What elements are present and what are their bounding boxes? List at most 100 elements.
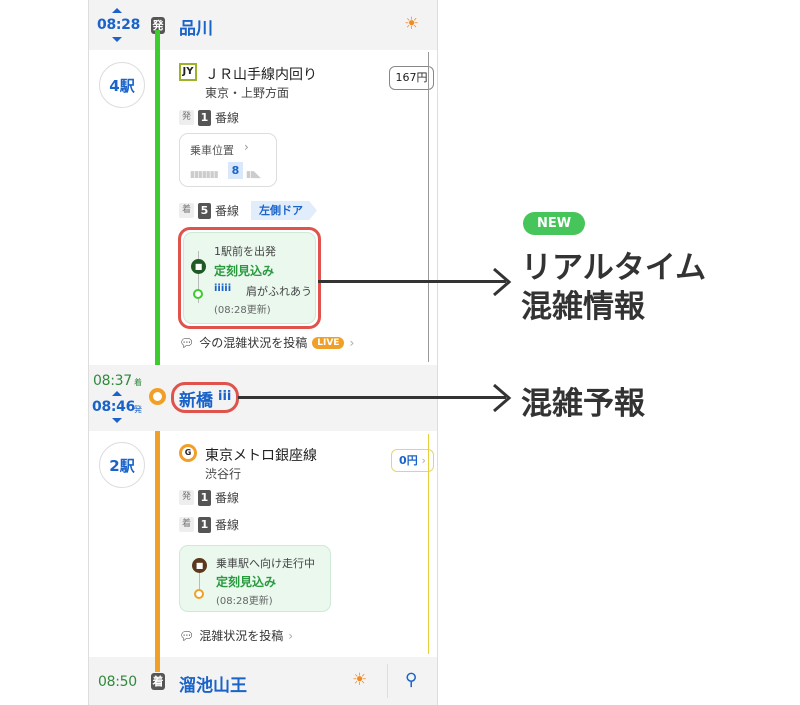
- arrival-badge: 着: [151, 673, 165, 690]
- departure-row[interactable]: [89, 0, 437, 50]
- fare-button[interactable]: 0円 ›: [391, 449, 434, 472]
- crowd-level-icon: iiiii: [214, 283, 232, 294]
- platform-number: 1: [198, 489, 211, 506]
- realtime-card[interactable]: ■ 乗車駅へ向け走行中 定刻見込み (08:28更新): [179, 545, 331, 612]
- route-detail-panel: 08:28 発 品川 ☀ 4駅 JY ＪＲ山手線内回り 東京・上野方面 167円…: [88, 0, 438, 705]
- comment-icon: 💬︎: [179, 628, 195, 643]
- platform-kind: 着: [179, 203, 194, 218]
- stops-count: 4駅: [109, 77, 135, 95]
- ginza-line-badge: G: [179, 444, 197, 462]
- live-badge: LIVE: [312, 336, 345, 349]
- boarding-car-number: 8: [228, 162, 243, 179]
- train-icon: ■: [192, 558, 207, 573]
- departure-platform: 発 1 番線: [179, 109, 239, 126]
- forecast-annotation: 混雑予報: [521, 386, 645, 422]
- train-icon: ■: [191, 259, 206, 274]
- weather-icon[interactable]: ☀: [404, 14, 420, 34]
- platform-label: 番線: [215, 111, 240, 125]
- time-down-icon[interactable]: [112, 418, 122, 423]
- transfer-station-node: [149, 388, 166, 405]
- train-cars-end-icon: ▮▮◣: [246, 170, 261, 180]
- annotation-arrow-line: [318, 280, 506, 283]
- ginza-route-line-end: [155, 657, 160, 672]
- platform-label: 番線: [215, 518, 240, 532]
- time-down-icon[interactable]: [112, 37, 122, 42]
- realtime-status: 乗車駅へ向け走行中: [216, 557, 315, 570]
- departure-badge: 発: [151, 17, 165, 34]
- annotation-arrow-line: [238, 396, 506, 399]
- post-crowd-link[interactable]: 💬︎ 今の混雑状況を投稿 LIVE ›: [179, 334, 354, 351]
- post-label: 今の混雑状況を投稿: [199, 336, 308, 350]
- new-badge: NEW: [523, 212, 585, 235]
- departure-mark: 発: [134, 405, 142, 414]
- arrival-platform: 着 1 番線: [179, 516, 239, 533]
- comment-icon: 💬︎: [179, 335, 195, 350]
- arrival-station[interactable]: 溜池山王: [179, 676, 247, 696]
- departure-station[interactable]: 品川: [179, 19, 213, 39]
- fare-value: 0円: [399, 454, 418, 467]
- divider: [387, 664, 388, 698]
- transfer-station[interactable]: 新橋: [179, 391, 213, 411]
- realtime-highlight: [178, 227, 321, 329]
- stops-count-button[interactable]: 2駅: [99, 442, 145, 488]
- chevron-right-icon: ›: [244, 140, 249, 154]
- platform-kind: 着: [179, 517, 194, 532]
- post-crowd-link[interactable]: 💬︎ 混雑状況を投稿 ›: [179, 627, 293, 644]
- track-line: [199, 558, 200, 598]
- platform-number: 1: [198, 109, 211, 126]
- line-badge-letter: G: [182, 447, 194, 459]
- arrow-head-icon: [493, 383, 512, 413]
- line-name: ＪＲ山手線内回り: [205, 67, 317, 83]
- chevron-right-icon: ›: [349, 335, 355, 350]
- stops-count: 2駅: [109, 457, 135, 475]
- update-time: (08:28更新): [214, 305, 271, 316]
- boarding-position-label: 乗車位置: [190, 144, 234, 157]
- jy-route-line: [155, 30, 160, 396]
- door-side-tag: 左側ドア: [251, 201, 317, 220]
- realtime-schedule: 定刻見込み: [214, 264, 275, 278]
- crowd-level: 肩がふれあう: [246, 285, 312, 298]
- fare-range-line: [428, 52, 429, 362]
- line-name: 東京メトロ銀座線: [205, 448, 317, 464]
- platform-label: 番線: [215, 204, 240, 218]
- realtime-card[interactable]: ■ 1駅前を出発 定刻見込み iiiii 肩がふれあう (08:28更新): [183, 232, 316, 324]
- platform-kind: 発: [179, 490, 194, 505]
- map-pin-icon[interactable]: ⚲: [405, 670, 418, 690]
- departure-time[interactable]: 08:28: [97, 17, 141, 33]
- update-time: (08:28更新): [216, 596, 273, 607]
- chevron-right-icon: ›: [288, 628, 294, 643]
- departure-platform: 発 1 番線: [179, 489, 239, 506]
- arrival-platform: 着 5 番線: [179, 202, 239, 219]
- ginza-route-line: [155, 396, 160, 696]
- platform-label: 番線: [215, 491, 240, 505]
- station-pin-icon: [193, 289, 203, 299]
- realtime-annotation-line1: リアルタイム: [521, 250, 707, 286]
- boarding-position-card[interactable]: 乗車位置 › ▮▮▮▮▮▮▮ 8 ▮▮◣: [179, 133, 277, 187]
- transfer-arrival-time: 08:37: [93, 373, 132, 389]
- train-cars-icon: ▮▮▮▮▮▮▮: [190, 170, 219, 180]
- arrow-head-icon: [493, 267, 512, 297]
- realtime-annotation-line2: 混雑情報: [521, 289, 645, 325]
- platform-number: 1: [198, 516, 211, 533]
- platform-kind: 発: [179, 110, 194, 125]
- time-up-icon[interactable]: [112, 391, 122, 396]
- jy-line-badge: JY: [179, 63, 197, 81]
- realtime-schedule: 定刻見込み: [216, 575, 277, 589]
- forecast-highlight: [171, 382, 239, 413]
- weather-icon[interactable]: ☀: [352, 670, 368, 690]
- post-label: 混雑状況を投稿: [199, 629, 284, 643]
- crowd-forecast-icon[interactable]: iii: [218, 389, 232, 404]
- realtime-status: 1駅前を出発: [214, 245, 276, 258]
- arrival-mark: 着: [134, 378, 142, 387]
- platform-number: 5: [198, 202, 211, 219]
- arrival-row[interactable]: [89, 657, 437, 705]
- station-pin-icon: [194, 589, 204, 599]
- line-direction: 東京・上野方面: [205, 86, 290, 100]
- track-line: [198, 251, 199, 303]
- arrival-time: 08:50: [98, 674, 137, 690]
- stops-count-button[interactable]: 4駅: [99, 62, 145, 108]
- fare-button[interactable]: 167円: [389, 66, 434, 90]
- transfer-departure-time[interactable]: 08:46: [92, 399, 136, 415]
- chevron-right-icon: ›: [421, 454, 426, 467]
- time-up-icon[interactable]: [112, 8, 122, 13]
